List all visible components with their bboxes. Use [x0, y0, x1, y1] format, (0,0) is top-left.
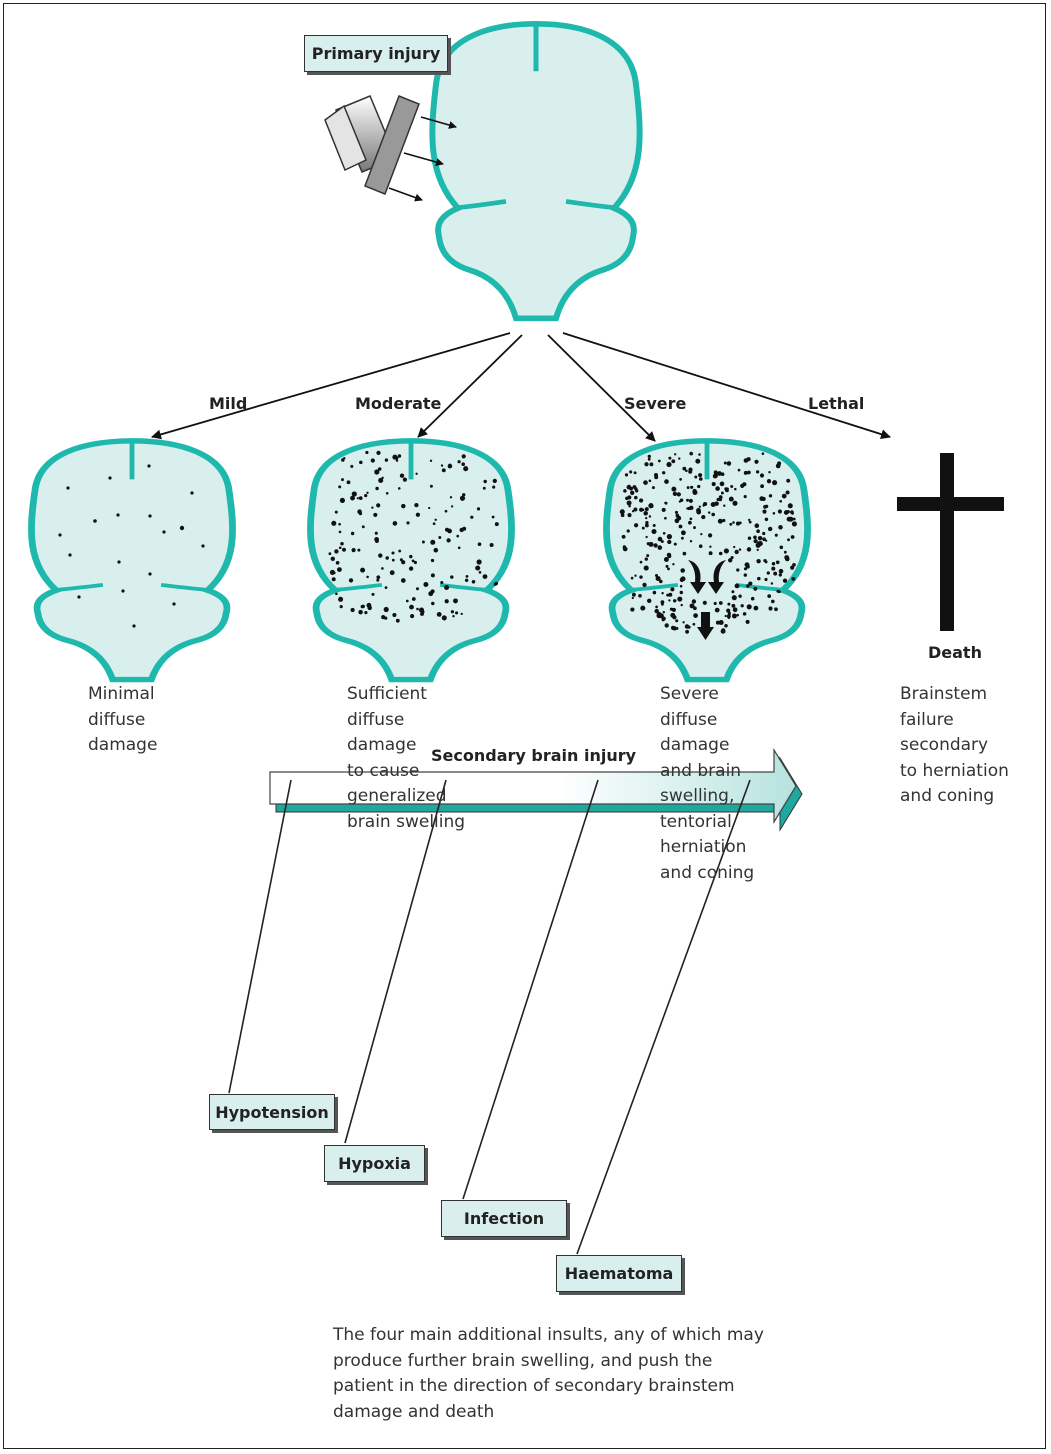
description-line: damage: [347, 735, 417, 755]
herniation-arrows-icon: [688, 560, 726, 640]
brain-severe: [606, 441, 807, 680]
arrow-mild: [151, 332, 511, 440]
arrow-moderate: [417, 334, 523, 438]
description-line: diffuse: [660, 709, 718, 730]
description-line: to cause: [347, 760, 420, 781]
description-mild: Minimal diffuse damage: [88, 682, 157, 759]
description-line: generalized: [347, 786, 447, 806]
description-line: and coning: [660, 862, 755, 883]
primary-brain: [432, 24, 639, 319]
insult-hypotension: Hypotension: [209, 1094, 335, 1130]
description-line: Brainstem: [900, 684, 988, 704]
branch-label-moderate: Moderate: [355, 394, 442, 413]
caption-line: damage and death: [333, 1401, 495, 1422]
description-line: to herniation: [900, 760, 1009, 781]
description-line: failure: [900, 709, 954, 730]
description-line: damage: [660, 735, 730, 755]
description-line: and coning: [900, 786, 995, 806]
description-line: secondary: [900, 735, 989, 755]
description-line: diffuse: [347, 709, 405, 730]
insult-leader-lines: [228, 779, 751, 1255]
brain-moderate: [310, 441, 511, 680]
caption: The four main additional insults, any of…: [333, 1323, 764, 1425]
brain-mild-damage-dots: [58, 464, 205, 628]
impact-probe-icon: [324, 95, 457, 202]
death-cross-icon: [897, 453, 1004, 631]
description-severe: Severe diffuse damage and brain swelling…: [660, 682, 754, 886]
description-line: Sufficient: [347, 684, 427, 704]
insult-haematoma: Haematoma: [556, 1255, 682, 1292]
death-label: Death: [928, 643, 982, 662]
insult-infection: Infection: [441, 1200, 567, 1237]
branch-label-severe: Severe: [624, 394, 687, 413]
brain-moderate-damage-dots: [328, 450, 499, 623]
description-line: Minimal: [88, 684, 155, 704]
figure-frame: [3, 3, 1046, 1449]
caption-line: patient in the direction of secondary br…: [333, 1376, 735, 1396]
secondary-injury-label: Secondary brain injury: [431, 746, 637, 765]
primary-injury-label: Primary injury: [304, 35, 448, 72]
description-line: and brain: [660, 760, 742, 781]
brain-severe-damage-dots: [619, 451, 797, 634]
caption-line: produce further brain swelling, and push…: [333, 1350, 713, 1371]
description-line: brain swelling: [347, 811, 466, 832]
description-line: Severe: [660, 684, 719, 704]
description-line: herniation: [660, 837, 747, 857]
brain-mild: [31, 441, 232, 680]
branch-label-lethal: Lethal: [808, 394, 865, 413]
caption-line: The four main additional insults, any of…: [333, 1325, 764, 1345]
arrow-lethal: [562, 332, 891, 440]
branch-label-mild: Mild: [209, 394, 248, 413]
arrow-severe: [547, 334, 656, 442]
secondary-injury-arrow: [269, 747, 803, 832]
description-line: diffuse: [88, 709, 146, 730]
description-moderate: Sufficient diffuse damage to cause gener…: [347, 682, 465, 835]
description-lethal: Brainstem failure secondary to herniatio…: [900, 682, 1009, 810]
description-line: damage: [88, 735, 158, 755]
description-line: tentorial: [660, 811, 732, 832]
description-line: swelling,: [660, 786, 735, 806]
insult-hypoxia: Hypoxia: [324, 1145, 425, 1182]
